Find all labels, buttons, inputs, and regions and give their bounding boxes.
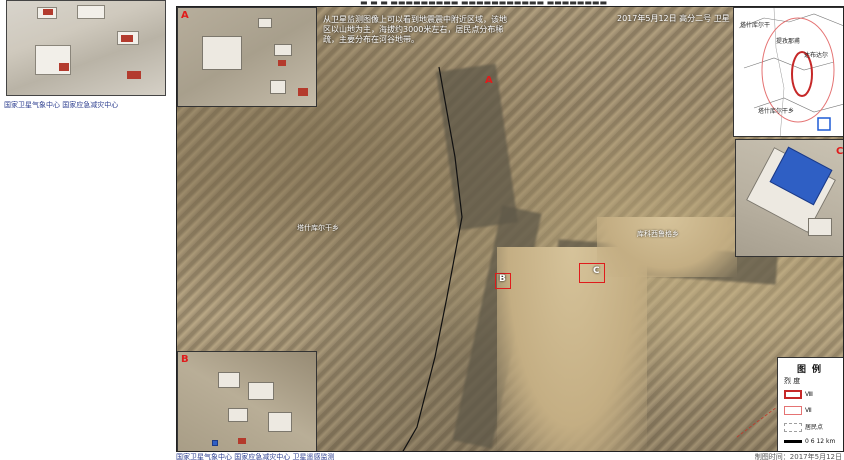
legend-swatch <box>784 406 802 415</box>
red-roof <box>238 438 246 444</box>
building <box>218 372 240 388</box>
inset-image-a: A <box>177 7 317 107</box>
legend-swatch <box>784 390 802 399</box>
legend-row-intensity-7: Ⅶ <box>784 406 812 415</box>
marker-label-c: C <box>593 266 600 276</box>
left-thumbnail-image <box>6 0 166 96</box>
footer-timestamp: 制图时间：2017年5月12日 <box>754 453 842 460</box>
alluvial-fan <box>497 247 647 451</box>
analysis-note: 从卫星监测图像上可以看到地震震中附近区域，该地区以山地为主，海拔约3000米左右… <box>323 15 507 44</box>
footer-credit: 国家卫星气象中心 国家应急减灾中心 卫星遥感监测 <box>176 453 335 460</box>
place-label: 库科西鲁格乡 <box>637 230 679 238</box>
building <box>270 80 286 94</box>
place-label: 塔什库尔干乡 <box>297 224 339 232</box>
building <box>268 412 292 432</box>
map-letter-a: A <box>485 75 493 86</box>
inset-image-b: B <box>177 351 317 451</box>
satellite-main-map[interactable]: A B C <box>176 6 844 452</box>
legend-row-scale: 0 6 12 km <box>784 438 835 445</box>
marker-box-c[interactable] <box>579 263 605 283</box>
red-roof <box>121 35 133 42</box>
red-roof <box>278 60 286 66</box>
legend-row-settlement: 居民点 <box>784 422 823 432</box>
locator-lines <box>738 8 843 136</box>
legend-title: 图例 <box>796 365 827 375</box>
left-thumbnail-caption: 国家卫星气象中心 国家应急减灾中心 <box>4 101 119 109</box>
building <box>248 382 274 400</box>
blue-roof <box>212 440 218 446</box>
marker-label-b: B <box>499 274 506 284</box>
legend-row-intensity-8: Ⅷ <box>784 390 813 399</box>
building <box>808 218 832 236</box>
header-text: ▬ ▬ ▬ ▬▬▬▬▬▬▬▬▬ ▬▬▬▬▬▬▬▬▬▬▬ ▬▬▬▬▬▬▬▬ <box>360 0 608 7</box>
building <box>258 18 272 28</box>
red-roof <box>127 71 141 79</box>
legend-subtitle: 烈 度 <box>784 377 801 385</box>
locator-label: 塔什库尔干 <box>740 22 771 29</box>
locator-map: 塔什库尔干 提孜那甫 塔什库尔干乡 达布达尔 <box>733 7 843 137</box>
inset-letter-c: C <box>836 146 844 157</box>
red-roof <box>43 9 53 15</box>
inset-image-c: C <box>735 139 844 257</box>
locator-label: 提孜那甫 <box>776 38 801 45</box>
scale-bar <box>784 440 802 443</box>
image-date: 2017年5月12日 高分二号 卫星 <box>617 14 730 23</box>
building <box>274 44 292 56</box>
courtyard <box>202 36 242 70</box>
inset-letter-b: B <box>181 354 189 365</box>
inset-letter-a: A <box>181 10 189 21</box>
building <box>77 5 105 19</box>
locator-label: 塔什库尔干乡 <box>758 108 795 115</box>
map-legend: 图例 烈 度 Ⅷ Ⅶ 居民点 0 6 12 km <box>777 357 843 451</box>
red-roof <box>59 63 69 71</box>
marker-box-b[interactable] <box>495 273 511 289</box>
building <box>228 408 248 422</box>
red-roof <box>298 88 308 96</box>
locator-label: 达布达尔 <box>804 52 829 59</box>
legend-swatch <box>784 423 802 432</box>
alluvial-fan <box>597 217 737 277</box>
